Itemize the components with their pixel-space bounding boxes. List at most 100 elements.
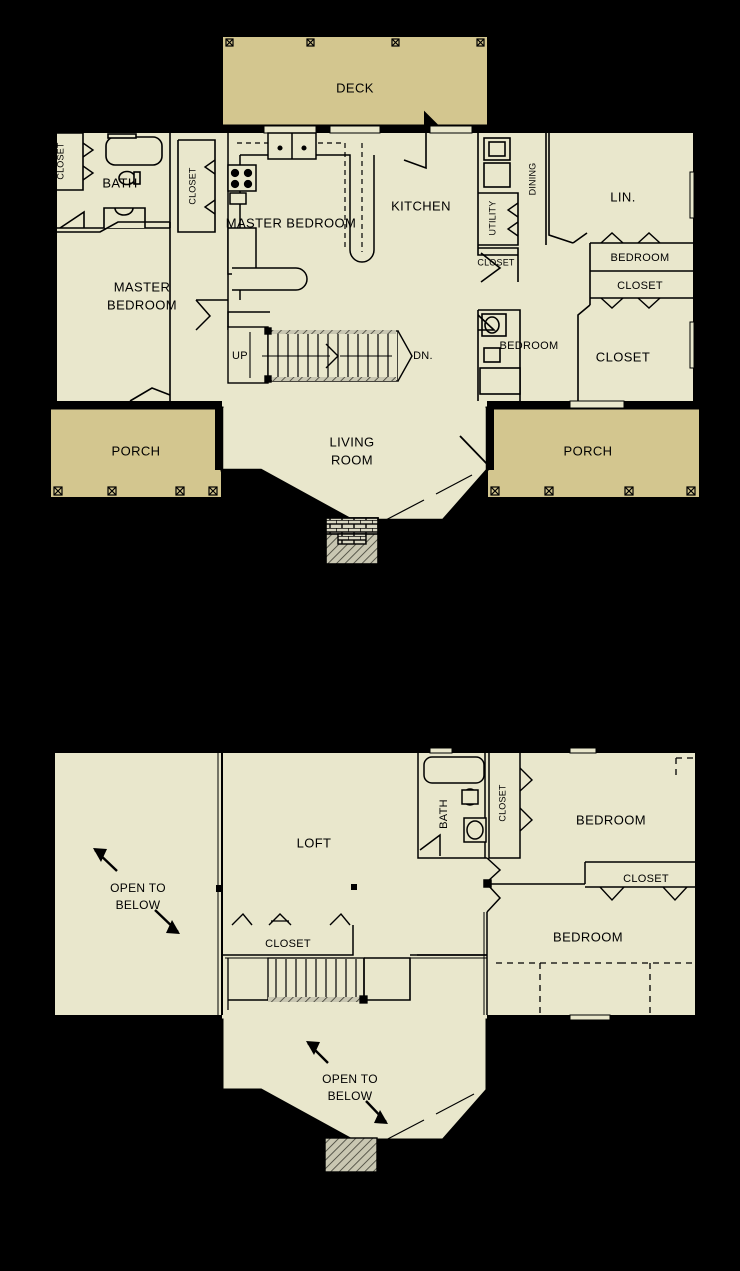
closet-door-arrow (506, 221, 519, 237)
deck-posts (225, 38, 485, 47)
closet-door-arrow (637, 297, 661, 309)
window-icon (569, 400, 625, 409)
closet-door-arrow (329, 912, 351, 926)
sink-basin-icon (466, 820, 484, 840)
bay-rail-lines (229, 1093, 475, 1143)
closet-hall-walls (177, 139, 216, 233)
room-label-loft: LOFT (297, 835, 332, 850)
room-porch-right: PORCH (486, 407, 701, 499)
bedroom2-door-jog (572, 232, 588, 244)
room-label-bedroom-3: CLOSET (596, 349, 650, 364)
fireplace (325, 517, 379, 565)
loft-post (351, 884, 357, 890)
room-label-bath-hall: BEDROOM (500, 340, 559, 352)
newel-post (216, 885, 223, 892)
door-swing-kitchen (195, 299, 212, 331)
utility-left-wall (477, 133, 518, 256)
kitchen-base-cabinet (227, 227, 257, 275)
second-floor-windows (429, 747, 611, 1021)
room-label-closet-hall: CLOSET (187, 167, 197, 205)
closet-door-arrow (599, 886, 625, 902)
annotation-open-to-below-bottom-line1: OPEN TO (322, 1072, 378, 1086)
closet-door-arrow (203, 199, 216, 215)
room-label-master-bedroom-line1: MASTER (114, 279, 171, 294)
room-label-deck: DECK (336, 80, 374, 95)
chimney-below (324, 1137, 378, 1173)
hall-jog-lower (486, 883, 502, 913)
bedroom3-left-wall (577, 304, 591, 401)
newel-post (483, 879, 492, 888)
second-floor-plan: OPEN TO BELOW LOFT CLOSET (48, 746, 702, 1173)
door-swing-linen (480, 252, 502, 283)
room-label-closet-bed3: CLOSET (617, 280, 663, 292)
room-porch-left: PORCH (49, 407, 223, 499)
closet-door-arrow (82, 165, 95, 181)
tub-faucet-icon (107, 133, 137, 139)
stair-break-arrow (325, 343, 339, 369)
door-swing-bath-master (59, 210, 85, 229)
closet-door-arrow (203, 159, 216, 175)
sloped-ceiling-lines (496, 757, 700, 1015)
otb2-arrow-left (306, 1041, 329, 1064)
room-label-closet-loft: CLOSET (265, 938, 311, 950)
kitchen-peninsula (349, 155, 375, 263)
room-master-bedroom (57, 221, 171, 402)
stair-label-up: UP (232, 350, 248, 362)
room-label-kitchen: MASTER BEDROOM (226, 215, 357, 230)
second-floor-bay (222, 1089, 488, 1173)
staircase-first-floor (227, 311, 413, 384)
closet-utility-walls (478, 192, 519, 246)
stair-top-wall (227, 311, 270, 327)
annotation-open-to-below-left-line2: BELOW (116, 898, 161, 912)
room-label-dining: KITCHEN (391, 198, 451, 213)
closet-door-arrow (82, 142, 95, 158)
staircase-second-floor (227, 954, 487, 1010)
living-room-door (459, 435, 488, 465)
closet-door-arrow (506, 202, 519, 218)
closet-door-arrow (637, 232, 661, 244)
living-bay-windows (231, 474, 473, 523)
otb-arrow-right (154, 909, 180, 934)
fireplace-brick (325, 517, 379, 535)
hall-jog-upper (486, 857, 502, 883)
dining-door (403, 133, 427, 170)
bath2-left-wall (417, 753, 487, 859)
door-swing-porch-right (459, 435, 488, 465)
otb-arrow-left (93, 848, 118, 872)
room-label-bedroom-5: BEDROOM (553, 929, 623, 944)
porch-left-outline (49, 407, 223, 499)
room-closet-hall (177, 139, 216, 233)
room-label-closet-bed2: BEDROOM (611, 252, 670, 264)
stair-arrow-head (397, 330, 413, 382)
porch-right-posts (490, 486, 696, 496)
closet-door-arrow (600, 232, 624, 244)
porch-left-posts (53, 486, 218, 496)
open-to-below-left: OPEN TO BELOW (93, 753, 223, 1015)
room-label-closet-utility: UTILITY (487, 201, 497, 236)
room-label-linen: CLOSET (477, 257, 515, 267)
closet-door-arrow (600, 297, 624, 309)
room-label-porch-right: PORCH (564, 443, 613, 458)
room-bath-hall (477, 309, 521, 401)
annotation-open-to-below-bottom-line2: BELOW (328, 1089, 373, 1103)
bathtub-icon (423, 756, 485, 784)
annotation-open-to-below-left-line1: OPEN TO (110, 881, 166, 895)
room-label-closet-master: CLOSET (55, 142, 65, 180)
room-label-closet-bed4: CLOSET (623, 873, 669, 885)
closet-door-arrow (662, 886, 688, 902)
room-bath-master (50, 132, 171, 229)
closet-door-arrow (519, 807, 534, 832)
bedroom2-left-wall (548, 133, 574, 244)
closet-master-walls (50, 132, 84, 191)
window-icon (689, 171, 695, 219)
door-swing-bath-hall (477, 314, 497, 331)
second-floor-bedrooms (417, 757, 700, 1015)
stair-treads-2 (275, 959, 357, 999)
room-label-porch-left: PORCH (112, 443, 161, 458)
room-label-bedroom-2: LIN. (610, 189, 635, 204)
fireplace-hearth (337, 533, 367, 545)
first-floor-plan: DECK PORCH PORCH (48, 35, 702, 565)
closet-door-arrow (231, 912, 253, 926)
